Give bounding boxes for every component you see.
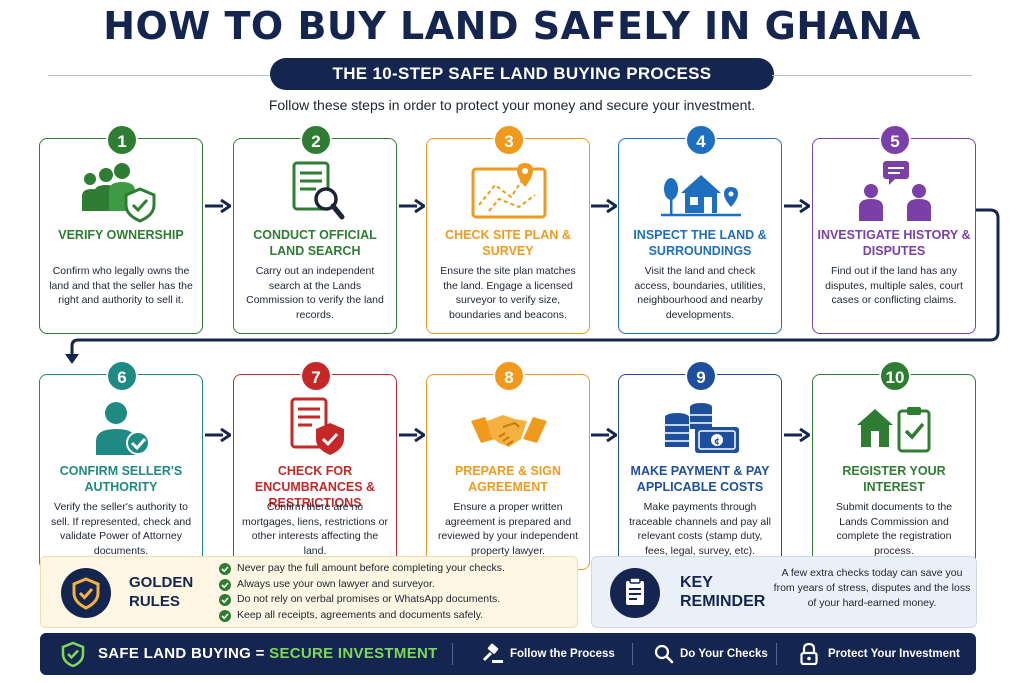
arrow-right-icon [399, 428, 425, 442]
golden-rules-list: Never pay the full amount before complet… [219, 561, 505, 623]
page-title: HOW TO BUY LAND SAFELY IN GHANA [103, 4, 921, 48]
step-card-3: 3 CHECK SITE PLAN & SURVEY Ensure the si… [426, 124, 590, 334]
step-title: REGISTER YOUR INTEREST [842, 464, 946, 494]
step-title: CHECK FOR ENCUMBRANCES & RESTRICTIONS [254, 464, 376, 510]
step-title: MAKE PAYMENT & PAY APPLICABLE COSTS [630, 464, 770, 494]
step-description: Visit the land and check access, boundar… [634, 265, 766, 321]
key-reminder-label: KEY REMINDER [680, 574, 766, 610]
step-title: PREPARE & SIGN AGREEMENT [454, 464, 562, 494]
check-circle-icon [219, 609, 231, 622]
step-card-10: 10 REGISTER YOUR INTEREST Submit documen… [812, 360, 976, 570]
step-card-4: 4 INSPECT THE LAND & SURROUNDINGS Visit … [618, 124, 782, 334]
step-number-badge: 1 [106, 124, 138, 156]
people-shield-icon [82, 163, 156, 223]
svg-text:¢: ¢ [714, 437, 720, 447]
divider-right [772, 75, 972, 76]
step-card-5: 5 INVESTIGATE HISTORY & DISPUTES Find ou… [812, 124, 976, 334]
step-description: Carry out an independent search at the L… [246, 265, 384, 321]
people-talking-icon [859, 161, 931, 221]
step-description: Ensure the site plan matches the land. E… [440, 265, 576, 321]
arrow-right-icon [784, 199, 810, 213]
step-title: VERIFY OWNERSHIP [58, 228, 184, 242]
list-item: Never pay the full amount before complet… [219, 561, 505, 577]
step-title: CONFIRM SELLER'S AUTHORITY [59, 464, 183, 494]
step-description: Make payments through traceable channels… [629, 501, 771, 557]
gavel-icon [482, 643, 503, 663]
step-card-9: 9 ¢ MAKE PAYMENT & PAY APPLICABLE COSTS … [618, 360, 782, 570]
site-map-icon [471, 163, 547, 219]
footer-item-follow-process: Follow the Process [510, 648, 615, 660]
step-number-badge: 2 [300, 124, 332, 156]
subtitle: THE 10-STEP SAFE LAND BUYING PROCESS [270, 58, 774, 90]
intro-text: Follow these steps in order to protect y… [268, 97, 756, 113]
clipboard-icon [610, 568, 660, 618]
step-title: INVESTIGATE HISTORY & DISPUTES [817, 228, 971, 258]
golden-rules-label: GOLDEN RULES [129, 574, 194, 610]
footer-item-protect-investment: Protect Your Investment [828, 648, 960, 660]
step-description: Confirm there are no mortgages, liens, r… [242, 501, 388, 557]
search-icon [654, 644, 674, 664]
arrow-right-icon [205, 428, 231, 442]
step-title: INSPECT THE LAND & SURROUNDINGS [633, 228, 767, 258]
lock-icon [800, 643, 818, 665]
step-description: Find out if the land has any disputes, m… [825, 265, 963, 306]
step-number-badge: 8 [493, 360, 525, 392]
step-description: Ensure a proper written agreement is pre… [437, 501, 579, 557]
step-card-1: 1 VERIFY OWNERSHIP Confirm who legally o… [39, 124, 203, 334]
handshake-icon [471, 415, 547, 447]
step-number-badge: 3 [493, 124, 525, 156]
arrow-right-icon [399, 199, 425, 213]
list-item: Do not rely on verbal promises or WhatsA… [219, 592, 505, 608]
step-number-badge: 9 [685, 360, 717, 392]
check-circle-icon [219, 578, 231, 591]
step-number-badge: 10 [879, 360, 911, 392]
step-card-6: 6 CONFIRM SELLER'S AUTHORITY Verify the … [39, 360, 203, 570]
arrow-right-icon [591, 199, 617, 213]
document-shield-icon [290, 397, 344, 455]
document-search-icon [292, 161, 345, 220]
house-location-icon [661, 175, 741, 217]
footer-item-do-checks: Do Your Checks [680, 648, 768, 660]
step-description: Verify the seller's authority to sell. I… [50, 501, 192, 557]
footer-bar: SAFE LAND BUYING = SECURE INVESTMENT Fol… [40, 633, 976, 675]
check-circle-icon [219, 594, 231, 606]
arrow-right-icon [784, 428, 810, 442]
step-card-7: 7 CHECK FOR ENCUMBRANCES & RESTRICTIONS … [233, 360, 397, 570]
divider [632, 643, 633, 665]
money-coins-icon: ¢ [665, 403, 739, 453]
person-check-icon [96, 402, 150, 455]
step-card-2: 2 CONDUCT OFFICIAL LAND SEARCH Carry out… [233, 124, 397, 334]
arrow-right-icon [205, 199, 231, 213]
step-title: CONDUCT OFFICIAL LAND SEARCH [253, 228, 377, 258]
row-connector [65, 208, 1000, 364]
step-number-badge: 7 [300, 360, 332, 392]
divider [452, 643, 453, 665]
step-description: Confirm who legally owns the land and th… [49, 265, 193, 306]
step-number-badge: 4 [685, 124, 717, 156]
key-reminder-panel: KEY REMINDER A few extra checks today ca… [591, 556, 977, 628]
shield-check-icon [61, 568, 111, 618]
check-circle-icon [219, 563, 231, 575]
subtitle-banner: THE 10-STEP SAFE LAND BUYING PROCESS [0, 58, 1024, 90]
divider-left [48, 75, 278, 76]
divider [776, 643, 777, 665]
golden-rules-panel: GOLDEN RULES Never pay the full amount b… [40, 556, 578, 628]
list-item: Always use your own lawyer and surveyor. [219, 577, 505, 593]
arrow-right-icon [591, 428, 617, 442]
house-clipboard-icon [857, 407, 931, 453]
step-card-8: 8 PREPARE & SIGN AGREEMENT Ensure a prop… [426, 360, 590, 570]
step-number-badge: 5 [879, 124, 911, 156]
key-reminder-text: A few extra checks today can save you fr… [773, 567, 971, 609]
shield-check-icon [61, 641, 85, 667]
list-item: Keep all receipts, agreements and docume… [219, 608, 505, 624]
footer-slogan: SAFE LAND BUYING = SECURE INVESTMENT [98, 645, 438, 662]
step-description: Submit documents to the Lands Commission… [835, 501, 953, 557]
step-title: CHECK SITE PLAN & SURVEY [445, 228, 571, 258]
step-number-badge: 6 [106, 360, 138, 392]
